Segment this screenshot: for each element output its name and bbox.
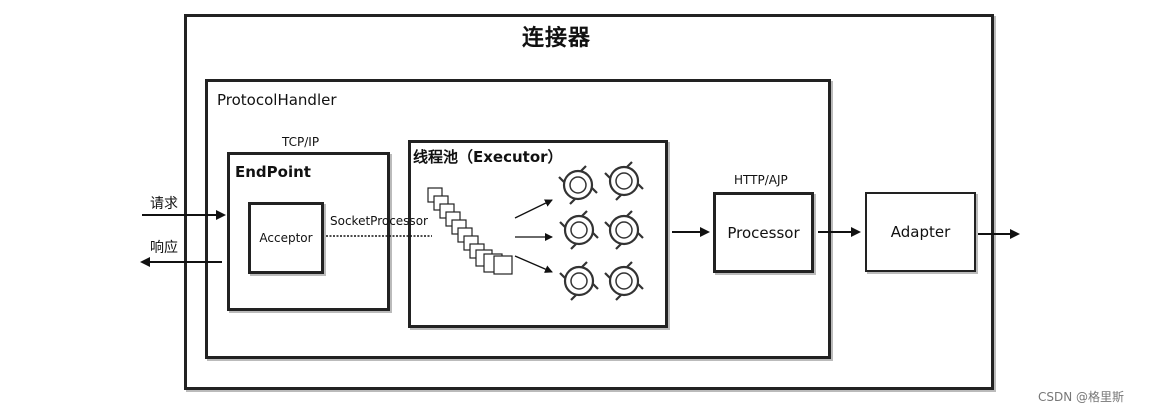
processor-protocol-label: HTTP/AJP: [734, 173, 788, 187]
adapter-box: Adapter: [865, 192, 976, 272]
acceptor-label: Acceptor: [259, 231, 313, 245]
socket-processor-label: SocketProcessor: [330, 214, 428, 228]
response-label: 响应: [150, 240, 178, 256]
processor-box: Processor: [713, 192, 814, 273]
acceptor-box: Acceptor: [248, 202, 324, 274]
protocol-handler-label: ProtocolHandler: [217, 91, 337, 109]
endpoint-protocol-label: TCP/IP: [282, 135, 320, 149]
adapter-label: Adapter: [890, 223, 951, 241]
endpoint-label: EndPoint: [235, 163, 311, 181]
connector-title: 连接器: [522, 26, 592, 51]
executor-box: [408, 140, 668, 328]
dispatch-arrow-top: [514, 199, 553, 219]
dispatch-arrow-bottom: [514, 255, 553, 273]
request-label: 请求: [150, 196, 178, 212]
task-queue-icon: [427, 187, 513, 275]
processor-label: Processor: [727, 223, 800, 242]
thread-icons: [558, 161, 644, 301]
watermark-text: CSDN @格里斯: [1038, 390, 1125, 404]
executor-label: 线程池（Executor）: [413, 148, 563, 166]
